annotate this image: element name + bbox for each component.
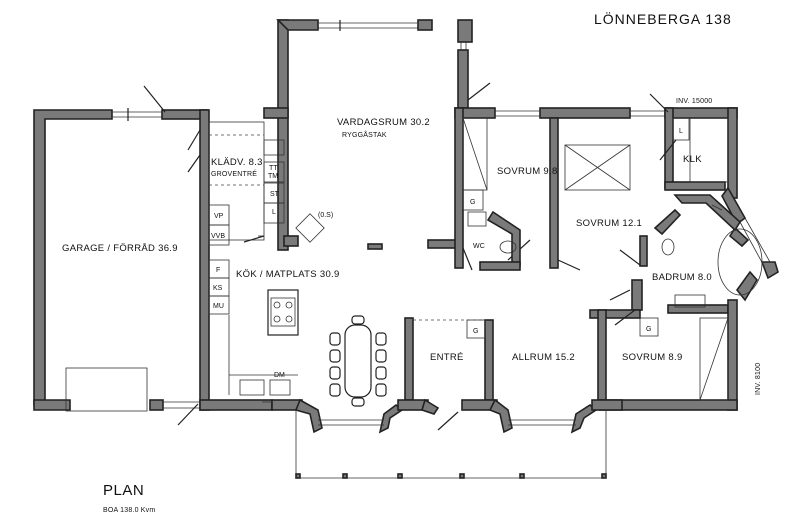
room-label-kladv: KLÄDV. 8.3 xyxy=(211,157,263,168)
living-room-walls xyxy=(263,19,473,251)
fixture-vp: VP xyxy=(214,213,224,220)
fixture-tt: TT xyxy=(269,165,278,172)
kitchen-island xyxy=(267,289,299,336)
bedroom-openings xyxy=(495,93,771,326)
front-facade xyxy=(262,398,623,479)
dining-table xyxy=(329,315,387,407)
fixture-dm: DM xyxy=(274,372,285,379)
fixture-l: L xyxy=(272,209,276,216)
room-label-badrum: BADRUM 8.0 xyxy=(652,272,712,283)
ceiling-note: RYGGÅSTAK xyxy=(342,130,387,139)
room-label-entre: ENTRÉ xyxy=(430,352,464,363)
bedroom-furniture xyxy=(462,117,729,401)
garage-openings xyxy=(65,85,201,426)
fixture-ks: KS xyxy=(213,285,223,292)
room-label-klk: KLK xyxy=(683,154,702,165)
depth-dimension: INV. 8100 xyxy=(755,363,762,395)
fixture-tm: TM xyxy=(268,173,278,180)
bedroom-walls xyxy=(454,107,779,411)
fixture-l-klk: L xyxy=(679,128,683,135)
plan-title: LÖNNEBERGA 138 xyxy=(594,10,732,27)
fixture-stove: (0.S) xyxy=(318,212,333,219)
fixture-g-badrum: G xyxy=(646,326,651,333)
fixture-g-sovrum: G xyxy=(470,199,475,206)
width-dimension: INV. 15000 xyxy=(676,98,712,105)
room-label-kok: KÖK / MATPLATS 30.9 xyxy=(236,269,340,280)
room-label-grovmentre: GROVENTRÉ xyxy=(211,169,257,178)
area-label: BOA 138.0 Kvm xyxy=(103,507,155,514)
garage-walls xyxy=(33,109,273,411)
fixture-mu: MU xyxy=(213,303,224,310)
fixture-g-entre: G xyxy=(473,328,478,335)
room-label-sovrum-2: SOVRUM 12.1 xyxy=(576,218,642,229)
fixture-vvb: VVB xyxy=(211,233,225,240)
fixture-st: ST xyxy=(270,191,280,198)
room-label-allrum: ALLRUM 15.2 xyxy=(512,352,575,363)
fixture-f: F xyxy=(216,267,220,274)
room-label-sovrum-3: SOVRUM 8.9 xyxy=(622,352,683,363)
room-label-wc: WC xyxy=(473,243,485,250)
plan-label: PLAN xyxy=(103,482,144,499)
living-room-windows xyxy=(318,20,491,101)
room-label-sovrum-1: SOVRUM 9.8 xyxy=(497,166,558,177)
room-label-garage: GARAGE / FÖRRÅD 36.9 xyxy=(62,243,178,254)
bathroom xyxy=(639,194,763,337)
room-label-vardagsrum: VARDAGSRUM 30.2 xyxy=(337,117,430,128)
wc-room xyxy=(462,210,521,271)
kitchen-fixtures xyxy=(208,121,325,396)
